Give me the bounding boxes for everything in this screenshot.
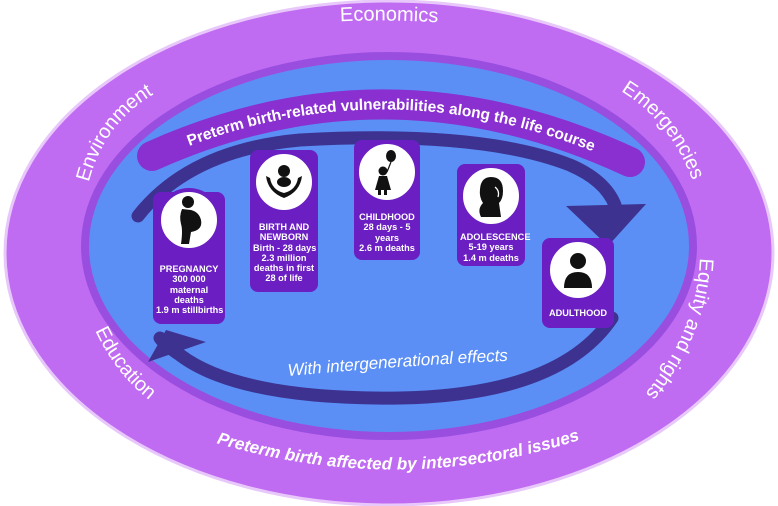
- stage-adulthood: ADULTHOOD: [542, 238, 614, 328]
- stage-birth-newborn: BIRTH AND NEWBORN Birth - 28 days 2.3 mi…: [250, 150, 318, 292]
- childhood-line-2: 28 days - 5: [363, 222, 411, 233]
- stage-childhood: CHILDHOOD 28 days - 5 years 2.6 m deaths: [354, 140, 420, 260]
- economics-label: Economics: [340, 3, 439, 27]
- top-cycle-arrow: [131, 131, 622, 223]
- pregnant-woman-icon: [157, 188, 221, 252]
- birth-line-2: NEWBORN: [259, 232, 309, 243]
- birth-line-3: Birth - 28 days: [253, 242, 317, 253]
- child-with-balloon-icon: [355, 140, 419, 204]
- adolescence-line-1: ADOLESCENCE: [460, 232, 531, 242]
- banner-band: [137, 89, 645, 177]
- girl-profile-icon: [459, 164, 523, 228]
- top-cycle-arrowhead-icon: [566, 204, 646, 246]
- birth-line-1: BIRTH AND: [258, 222, 310, 232]
- pregnancy-line-2: 300 000: [172, 274, 206, 285]
- pregnancy-line-5: 1.9 m stillbirths: [156, 305, 224, 316]
- birth-line-5: deaths in first: [253, 263, 315, 274]
- adolescence-line-2: 5-19 years: [468, 242, 514, 253]
- adolescence-line-3: 1.4 m deaths: [463, 252, 519, 263]
- childhood-line-1: CHILDHOOD: [359, 212, 415, 222]
- stage-pregnancy: PREGNANCY 300 000 maternal deaths 1.9 m …: [153, 188, 225, 324]
- birth-line-6: 28 of life: [265, 273, 303, 284]
- bottom-cycle-arrowhead-icon: [148, 330, 206, 362]
- adulthood-line-1: ADULTHOOD: [548, 308, 607, 318]
- childhood-line-4: 2.6 m deaths: [359, 242, 415, 253]
- stage-adolescence: ADOLESCENCE 5-19 years 1.4 m deaths: [457, 164, 531, 266]
- adult-person-icon: [546, 238, 610, 302]
- pregnancy-line-3: maternal: [169, 284, 209, 295]
- pregnancy-line-4: deaths: [174, 294, 204, 305]
- childhood-line-3: years: [374, 232, 399, 243]
- pregnancy-line-1: PREGNANCY: [159, 264, 219, 274]
- hands-holding-baby-icon: [252, 150, 316, 214]
- birth-line-4: 2.3 million: [261, 252, 307, 263]
